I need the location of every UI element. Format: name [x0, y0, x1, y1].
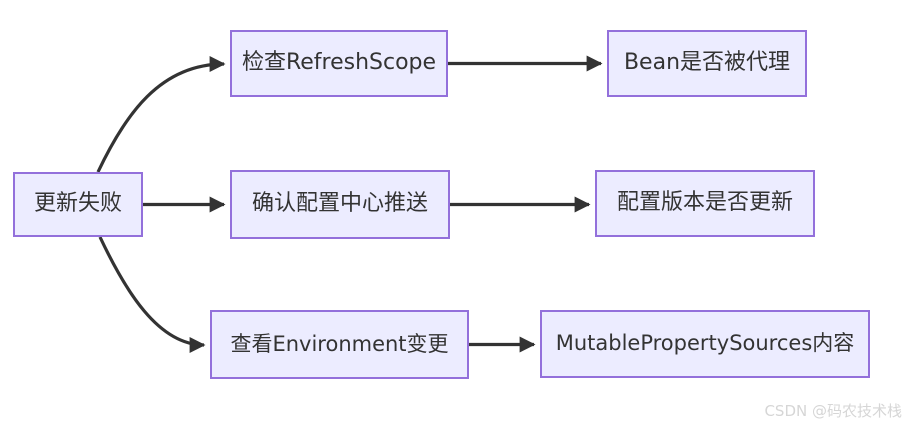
node-mutablepropertysources-content: MutablePropertySources内容 — [540, 310, 870, 378]
edge-root-to-check-refreshscope — [96, 56, 226, 173]
node-bean-proxied: Bean是否被代理 — [607, 30, 807, 97]
edge-root-to-view-environment — [98, 236, 206, 353]
node-check-refreshscope: 检查RefreshScope — [230, 30, 448, 97]
csdn-watermark: CSDN @码农技术栈 — [764, 402, 902, 420]
node-view-environment-changes: 查看Environment变更 — [210, 310, 469, 379]
node-confirm-config-center-push: 确认配置中心推送 — [230, 170, 450, 239]
node-update-failed: 更新失败 — [13, 172, 143, 237]
node-config-version-updated: 配置版本是否更新 — [595, 170, 815, 237]
